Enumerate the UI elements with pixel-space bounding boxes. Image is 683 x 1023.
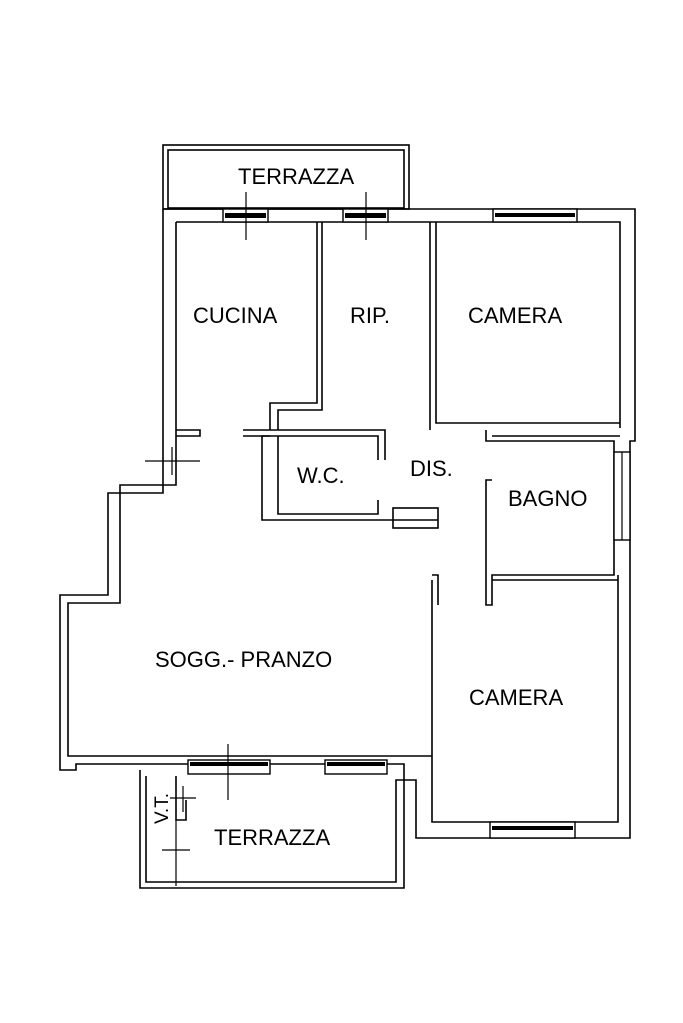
label-bedroom-bottom: CAMERA <box>469 685 563 710</box>
bathroom-window <box>613 451 631 541</box>
top-windows <box>222 192 578 240</box>
interior-walls <box>176 222 620 606</box>
label-hall: DIS. <box>410 456 453 481</box>
label-bathroom: BAGNO <box>508 486 587 511</box>
label-storage: RIP. <box>350 303 390 328</box>
label-kitchen: CUCINA <box>193 303 278 328</box>
label-living-dining: SOGG.- PRANZO <box>155 647 332 672</box>
terrace-bottom <box>139 770 405 889</box>
label-bedroom-top: CAMERA <box>468 303 562 328</box>
room-labels: TERRAZZA CUCINA RIP. CAMERA W.C. DIS. BA… <box>152 164 587 850</box>
label-wc: W.C. <box>297 463 345 488</box>
bottom-windows <box>187 744 576 839</box>
entrance-marker <box>145 447 200 475</box>
label-terrace-top: TERRAZZA <box>238 164 354 189</box>
label-shaft: V.T. <box>152 793 173 824</box>
label-terrace-bottom: TERRAZZA <box>214 825 330 850</box>
